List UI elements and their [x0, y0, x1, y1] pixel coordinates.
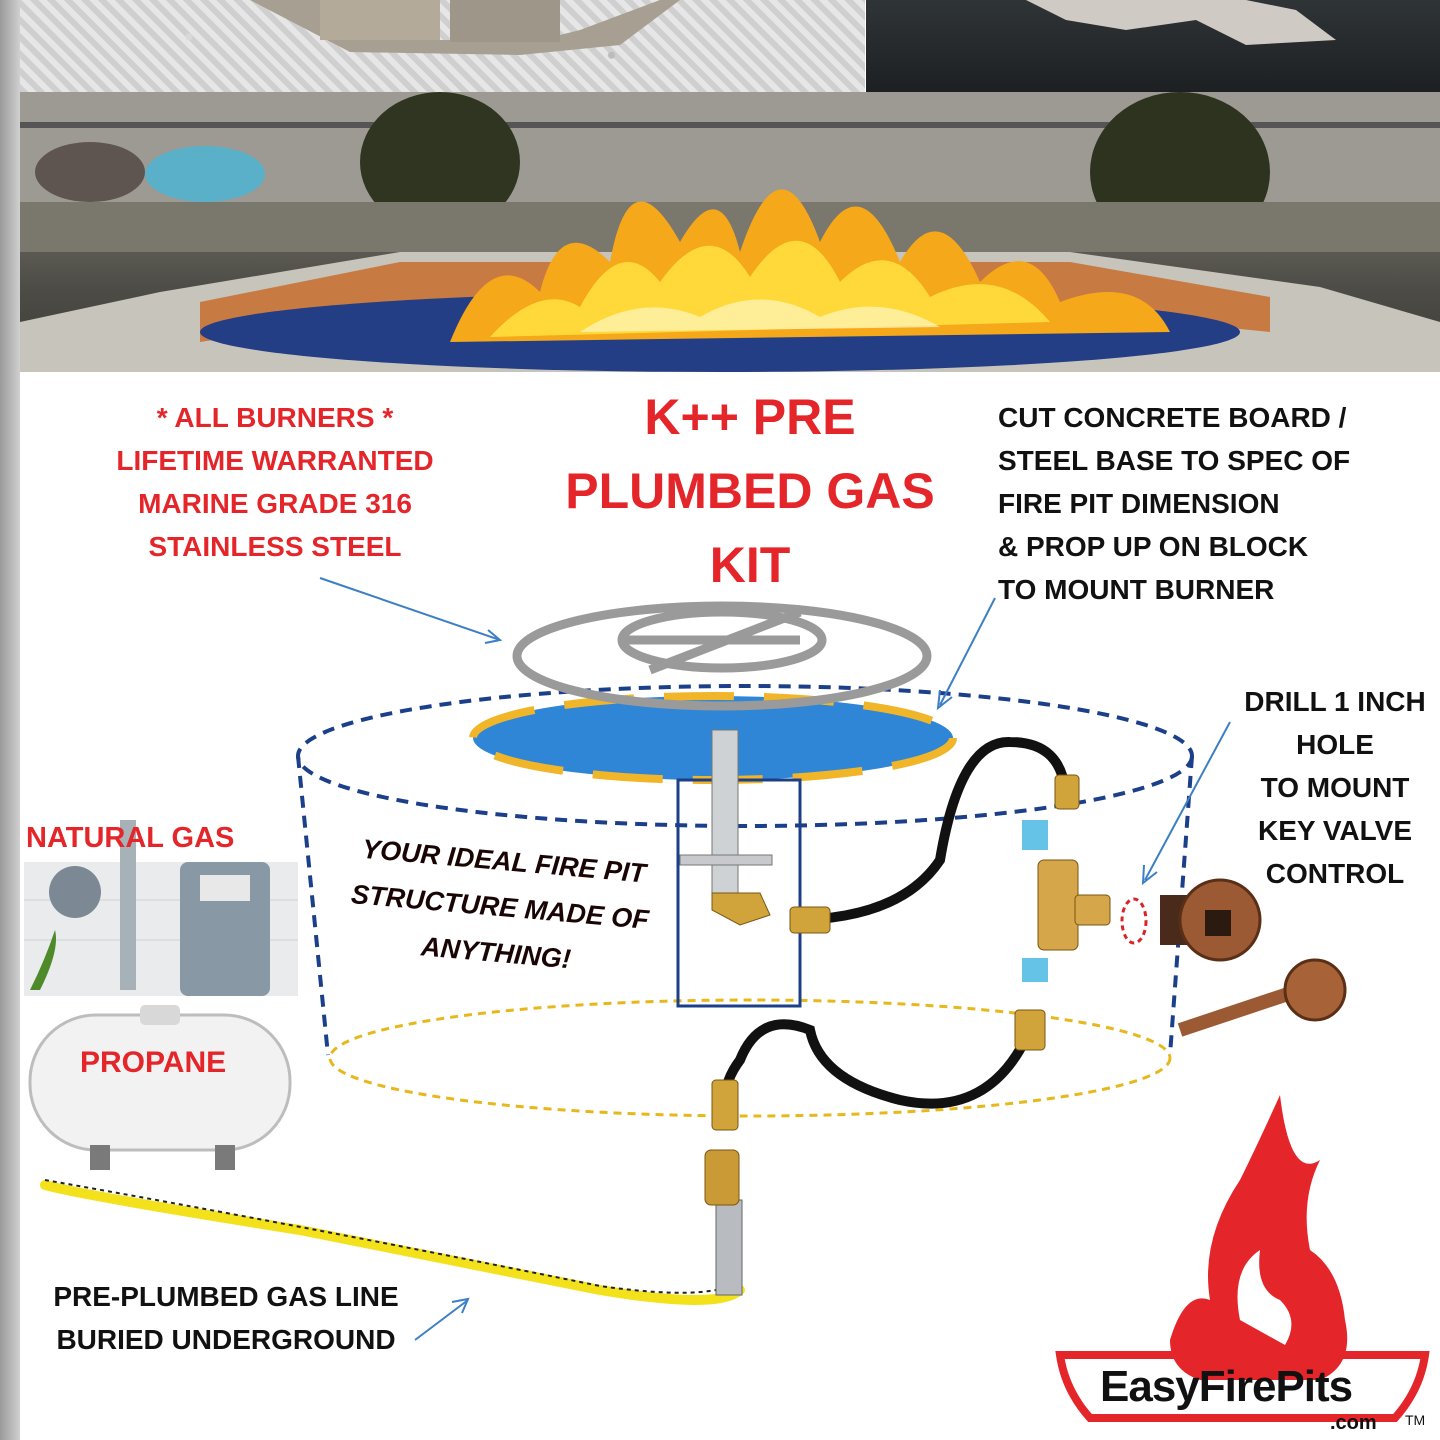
- arrow-to-drill: [1144, 721, 1231, 881]
- gas-line: [40, 1180, 745, 1305]
- easyfirepits-logo-icon: [1055, 1095, 1430, 1422]
- drill-note-line: TO MOUNT: [1260, 772, 1410, 803]
- fire-pit-diagram: [24, 577, 1430, 1422]
- fire-pit-photo-dark: [866, 0, 1440, 92]
- gravel-photo: [20, 0, 865, 92]
- natural-gas-label: NATURAL GAS: [26, 822, 235, 854]
- key-valve-icon: [1160, 878, 1347, 1037]
- drill-note-line: DRILL 1 INCH: [1244, 686, 1426, 717]
- warranty-line: STAINLESS STEEL: [148, 531, 402, 562]
- title-line: PLUMBED GAS: [565, 463, 935, 519]
- drill-note-line: CONTROL: [1265, 858, 1405, 889]
- base-note-line: CUT CONCRETE BOARD /: [998, 402, 1347, 433]
- arrow-to-gasline: [414, 1299, 469, 1341]
- structure-note: YOUR IDEAL FIRE PIT STRUCTURE MADE OF AN…: [325, 823, 676, 990]
- logo-text: EasyFirePits: [1100, 1362, 1353, 1411]
- arrow-to-base: [939, 597, 996, 706]
- gas-stub-pipe: [715, 1199, 743, 1296]
- logo-suffix: .com: [1330, 1412, 1377, 1434]
- title-line: K++ PRE: [644, 389, 856, 445]
- base-note-line: TO MOUNT BURNER: [998, 574, 1275, 605]
- drill-note-line: HOLE: [1296, 729, 1374, 760]
- trademark: TM: [1405, 1412, 1426, 1428]
- base-note-line: STEEL BASE TO SPEC OF: [998, 445, 1351, 476]
- page-title: K++ PRE PLUMBED GAS KIT: [540, 380, 960, 602]
- gas-line-note: PRE-PLUMBED GAS LINE BURIED UNDERGROUND: [36, 1275, 416, 1361]
- warranty-line: LIFETIME WARRANTED: [116, 445, 434, 476]
- base-note: CUT CONCRETE BOARD / STEEL BASE TO SPEC …: [998, 396, 1428, 611]
- burner-ring-icon: [512, 601, 932, 711]
- valve-assembly-icon: [1022, 820, 1111, 982]
- warranty-line: * ALL BURNERS *: [156, 402, 394, 433]
- arrow-to-burner: [319, 577, 501, 641]
- natural-gas-meter-icon: [24, 820, 298, 996]
- drill-hole-marker: [1120, 897, 1148, 945]
- propane-label: PROPANE: [80, 1046, 227, 1079]
- pit-bottom-outline: [328, 998, 1172, 1118]
- drill-note: DRILL 1 INCH HOLE TO MOUNT KEY VALVE CON…: [1230, 680, 1440, 895]
- propane-tank-icon: [28, 1005, 292, 1170]
- left-border: [0, 0, 20, 1440]
- gas-line-note-line: BURIED UNDERGROUND: [56, 1324, 396, 1355]
- riser-box: [676, 778, 802, 1008]
- warranty-note: * ALL BURNERS * LIFETIME WARRANTED MARIN…: [90, 396, 460, 568]
- hose-lower: [720, 1019, 1035, 1109]
- base-note-line: & PROP UP ON BLOCK: [998, 531, 1309, 562]
- fire-pit-photo: [20, 92, 1440, 372]
- hose-upper: [789, 736, 1070, 925]
- gas-line-note-line: PRE-PLUMBED GAS LINE: [53, 1281, 399, 1312]
- drill-note-line: KEY VALVE: [1257, 815, 1413, 846]
- base-note-line: FIRE PIT DIMENSION: [998, 488, 1280, 519]
- title-line: KIT: [709, 537, 791, 593]
- warranty-line: MARINE GRADE 316: [138, 488, 412, 519]
